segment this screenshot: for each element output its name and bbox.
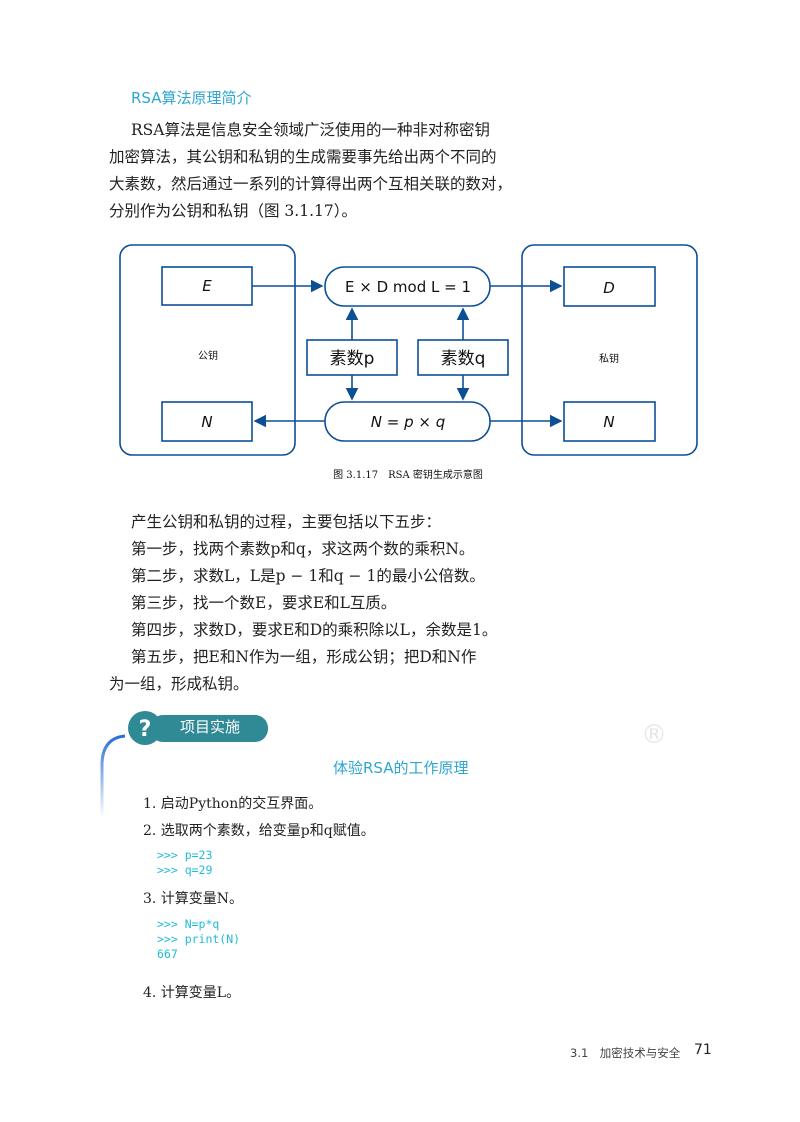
prime-q-label: 素数q [441, 349, 486, 369]
n-left-label: N [201, 413, 212, 431]
private-key-label: 私钥 [599, 352, 619, 365]
code-line: >>> q=29 [157, 863, 213, 877]
project-banner-decoration: ? ® [100, 711, 685, 818]
n-right-box [563, 401, 656, 442]
project-step: 4. 计算变量L。 [143, 985, 241, 1001]
n-right-label: N [603, 413, 614, 431]
intro-line: 分别作为公钥和私钥（图 3.1.17）。 [109, 202, 357, 220]
n-left-box [161, 401, 253, 442]
d-label: D [603, 279, 615, 297]
step-line: 第一步，找两个素数p和q，求这两个数的乘积N。 [131, 540, 475, 558]
project-badge: 项目实施 [180, 718, 241, 736]
step-line: 第二步，求数L，L是p − 1和q − 1的最小公倍数。 [131, 567, 485, 585]
project-step: 2. 选取两个素数，给变量p和q赋值。 [143, 823, 375, 839]
svg-text:®: ® [641, 720, 667, 750]
code-line: 667 [157, 947, 178, 961]
e-label: E [202, 277, 212, 295]
section-heading: RSA算法原理简介 [131, 89, 252, 107]
code-line: >>> print(N) [157, 932, 241, 946]
step-line: 第三步，找一个数E，要求E和L互质。 [131, 594, 397, 612]
intro-line: RSA算法是信息安全领域广泛使用的一种非对称密钥 [131, 121, 490, 139]
private-key-box [521, 244, 698, 456]
step-line: 第五步，把E和N作为一组，形成公钥；把D和N作 [131, 648, 477, 666]
intro-line: 大素数，然后通过一系列的计算得出两个互相关联的数对， [109, 175, 513, 193]
code-line: >>> p=23 [157, 848, 213, 862]
step-line: 第四步，求数D，要求E和D的乘积除以L，余数是1。 [131, 621, 498, 639]
figure-caption: 图 3.1.17 RSA 密钥生成示意图 [333, 468, 483, 481]
svg-text:?: ? [139, 717, 152, 742]
public-key-box [119, 244, 296, 456]
footer-section: 3.1 加密技术与安全 [570, 1046, 681, 1060]
page-number: 71 [694, 1042, 712, 1058]
project-step: 3. 计算变量N。 [143, 891, 244, 907]
public-key-label: 公钥 [198, 349, 218, 362]
question-icon [128, 711, 162, 745]
code-line: >>> N=p*q [157, 917, 220, 931]
formula-top: E × D mod L = 1 [345, 278, 471, 296]
project-step: 1. 启动Python的交互界面。 [143, 796, 323, 812]
steps-intro: 产生公钥和私钥的过程，主要包括以下五步： [131, 513, 442, 531]
d-box [563, 266, 656, 307]
step-line: 为一组，形成私钥。 [109, 675, 249, 693]
formula-bottom: N = p × q [371, 413, 445, 431]
rsa-diagram: E N D N E × D mod L = 1 N = p × q 素数p 素数… [119, 244, 698, 481]
intro-line: 加密算法，其公钥和私钥的生成需要事先给出两个不同的 [109, 148, 497, 166]
project-title: 体验RSA的工作原理 [333, 759, 469, 777]
prime-p-label: 素数p [330, 349, 375, 369]
